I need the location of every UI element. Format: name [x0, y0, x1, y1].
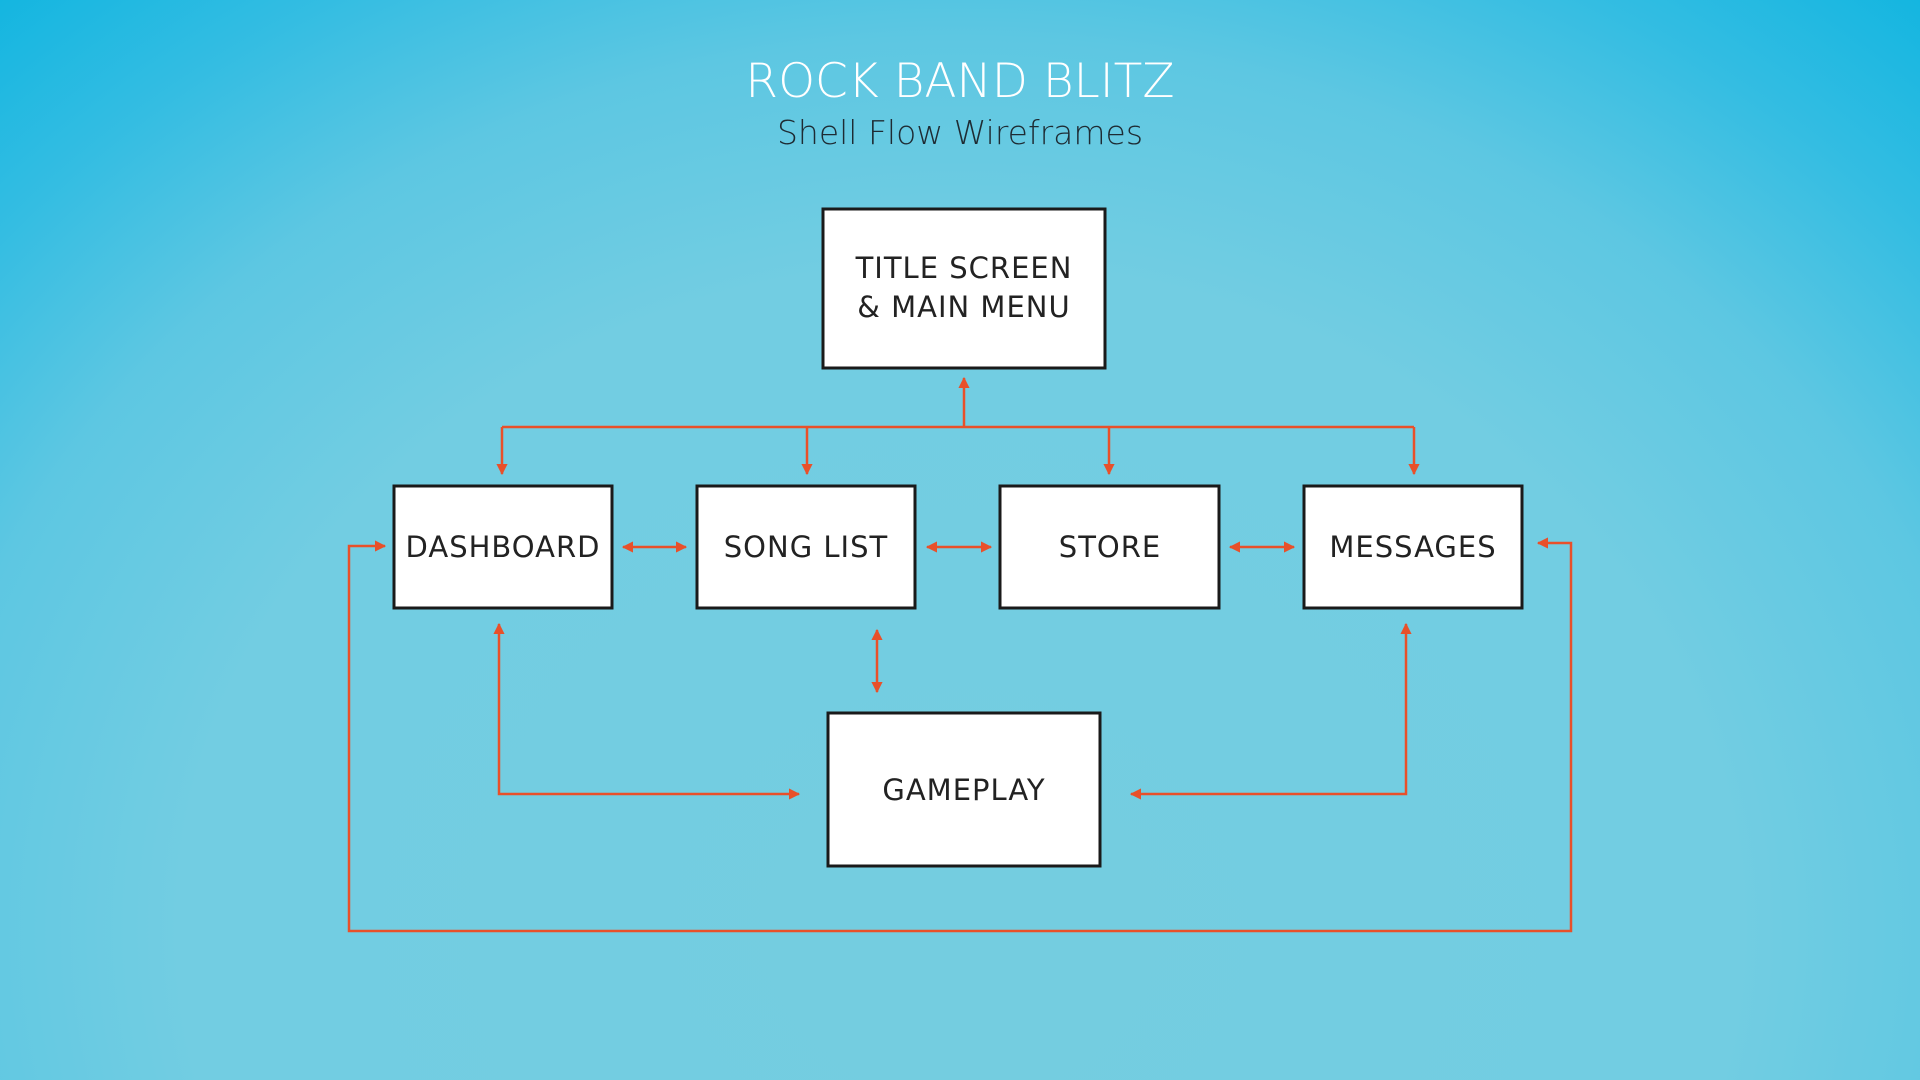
screen-title-main-menu[interactable]: TITLE SCREEN & MAIN MENU [821, 207, 1107, 370]
page-subtitle: Shell Flow Wireframes [777, 113, 1143, 152]
store-label: STORE [1059, 530, 1161, 564]
title-screen-label-line2: & MAIN MENU [857, 290, 1070, 324]
messages-label: MESSAGES [1329, 530, 1496, 564]
connector-dashboard-messages-loop [347, 537, 1573, 933]
song-list-label: SONG LIST [724, 530, 888, 564]
screen-messages[interactable]: MESSAGES [1302, 484, 1524, 610]
connectors [347, 376, 1573, 933]
gameplay-label: GAMEPLAY [882, 773, 1045, 807]
connector-messages-gameplay [1129, 622, 1412, 800]
screen-gameplay[interactable]: GAMEPLAY [826, 711, 1102, 868]
title-screen-label-line1: TITLE SCREEN [855, 251, 1073, 285]
page-title: ROCK BAND BLITZ [745, 54, 1174, 109]
dashboard-label: DASHBOARD [406, 530, 601, 564]
connector-dashboard-gameplay [493, 622, 801, 800]
screen-store[interactable]: STORE [998, 484, 1221, 610]
screen-song-list[interactable]: SONG LIST [695, 484, 917, 610]
screen-dashboard[interactable]: DASHBOARD [392, 484, 614, 610]
